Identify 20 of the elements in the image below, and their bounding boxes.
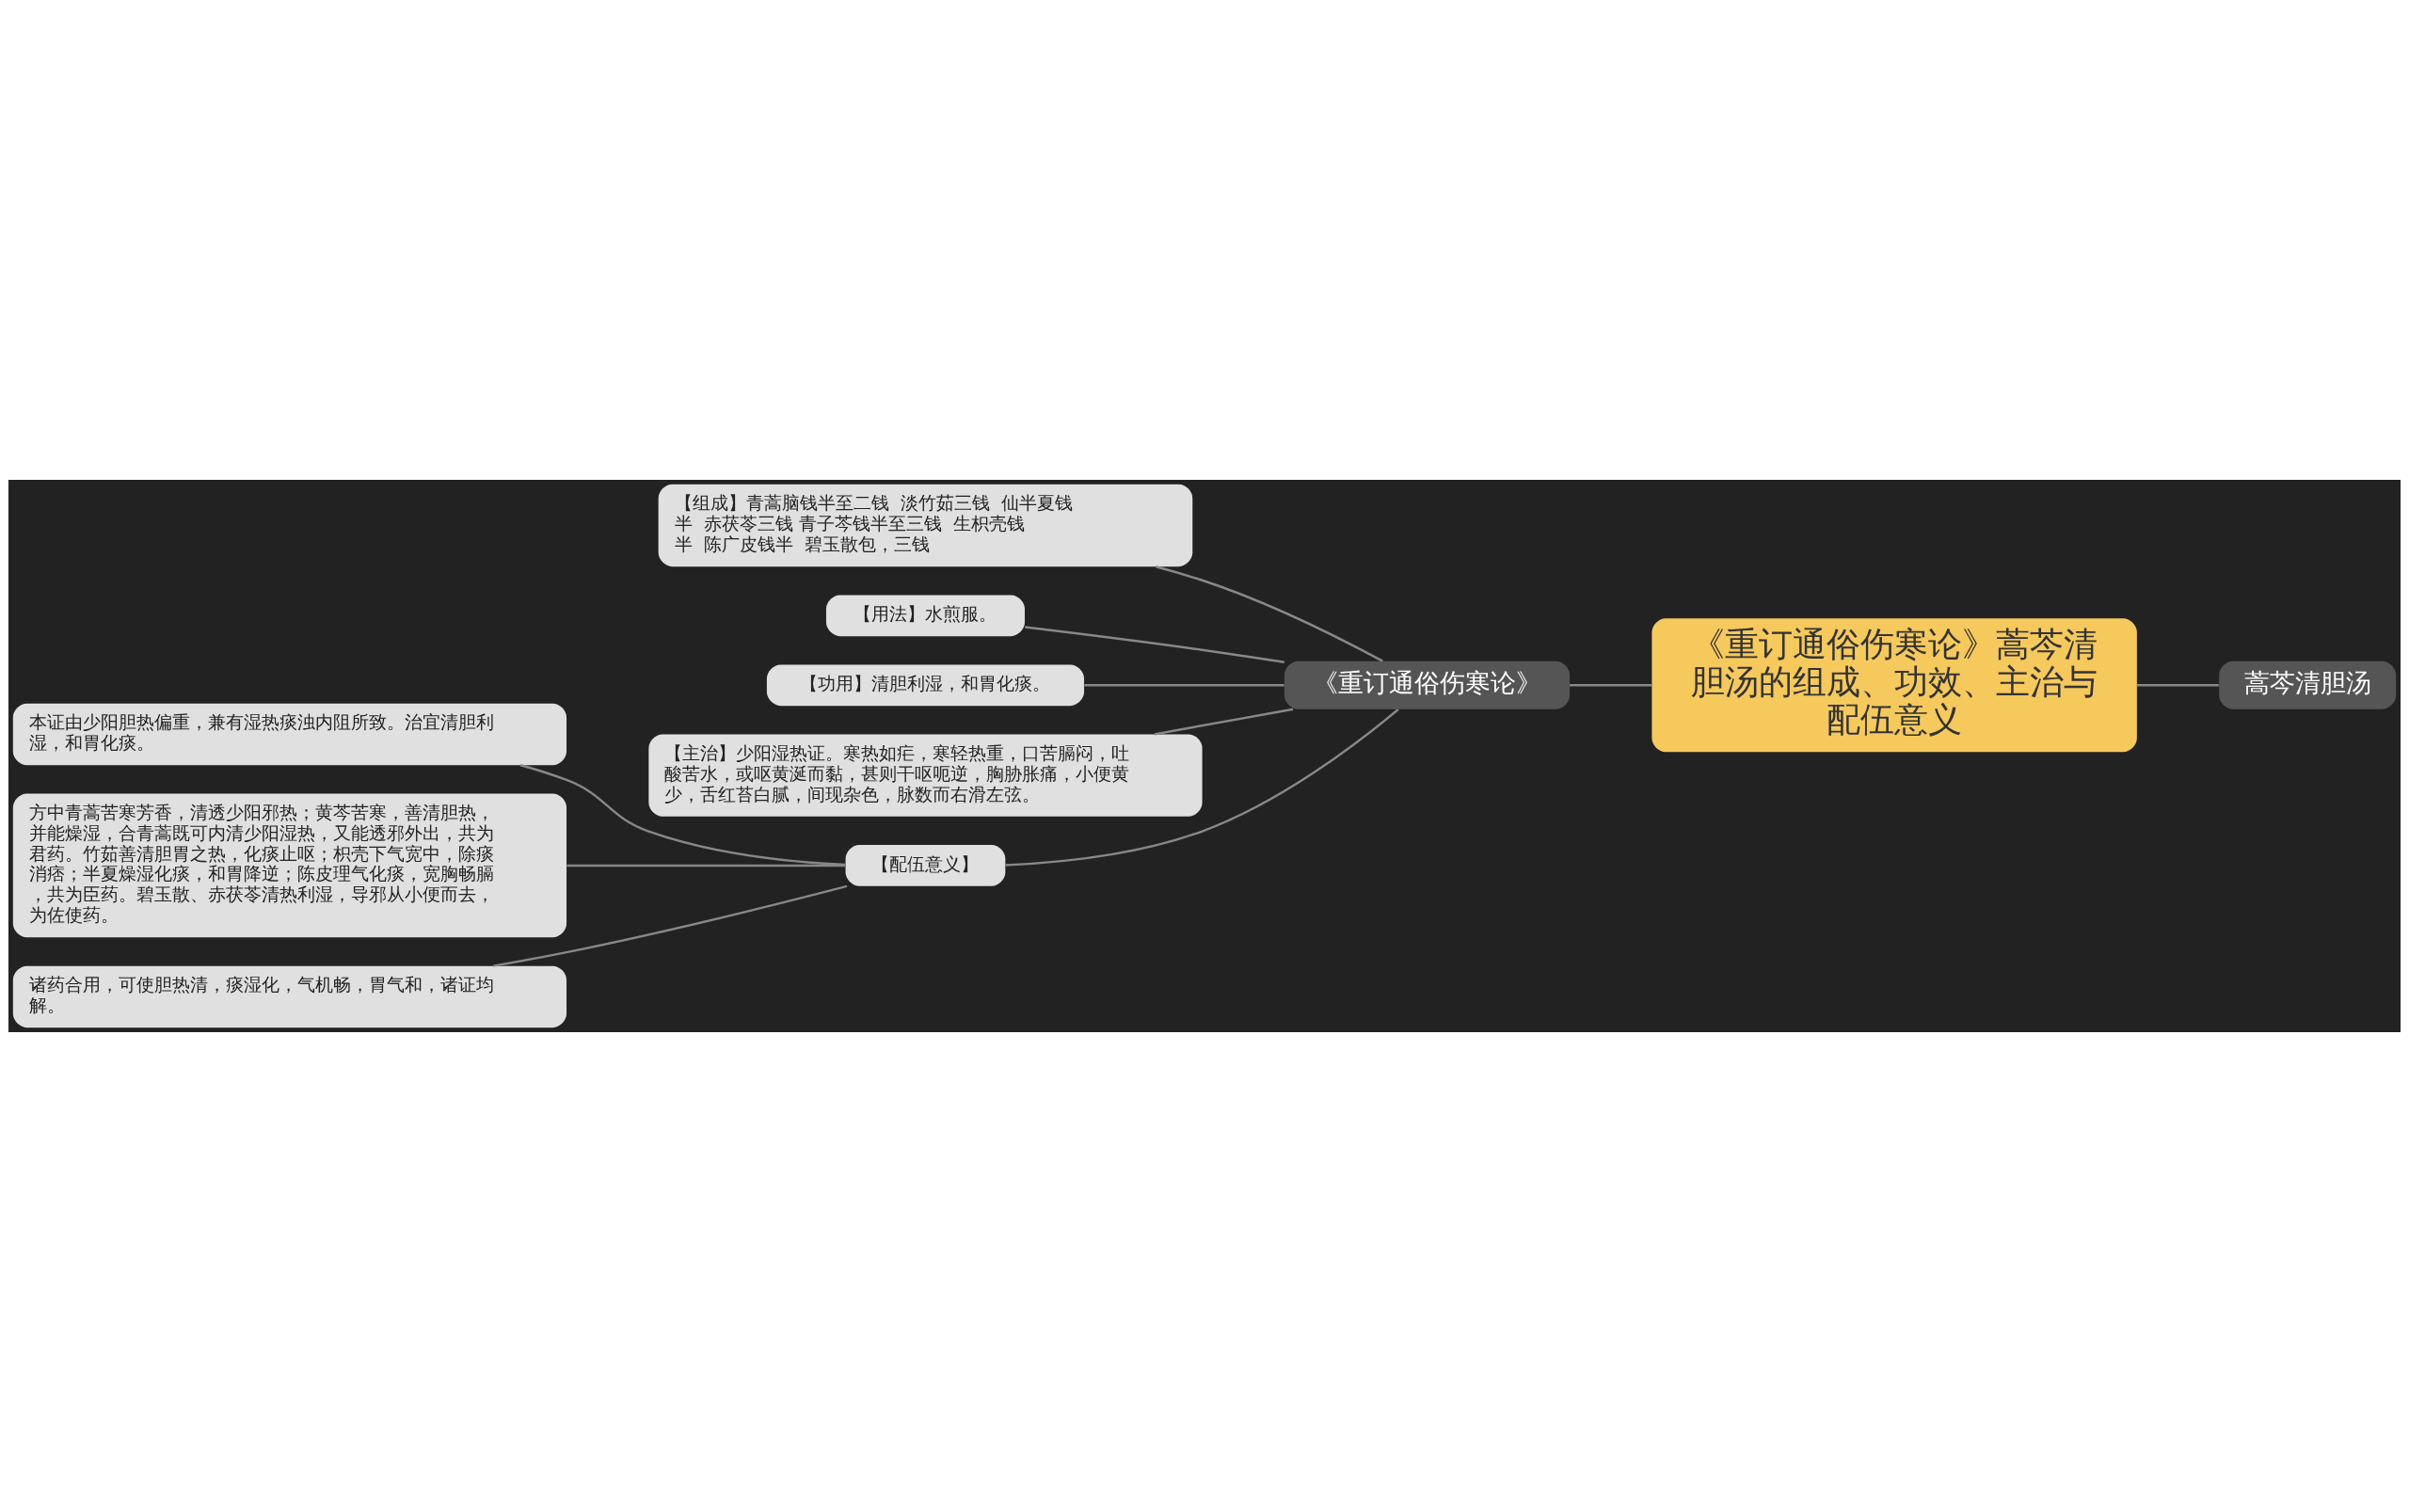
node-box: 《重订通俗伤寒论》蒿芩清胆汤的组成、功效、主治与配伍意义 <box>1651 618 2137 753</box>
connector <box>1154 708 1294 736</box>
node-box: 蒿芩清胆汤 <box>2219 661 2397 709</box>
connector <box>1084 684 1284 687</box>
connector <box>1570 684 1652 687</box>
connector <box>519 764 846 867</box>
node-box: 【配伍意义】 <box>845 845 1006 886</box>
connector <box>1025 626 1284 663</box>
node-box: 【功用】清胆利湿，和胃化痰。 <box>766 664 1085 707</box>
connector <box>1156 565 1383 662</box>
connector <box>1005 708 1399 867</box>
node-box: 【组成】青蒿脑钱半至二钱 淡竹茹三钱 仙半夏钱半 赤茯苓三钱 青子芩钱半至三钱 生枳壳钱半 陈广皮钱半 碧玉散包，三钱 <box>658 484 1193 567</box>
node-box: 本证由少阳胆热偏重，兼有湿热痰浊内阻所致。治宜清胆利湿，和胃化痰。 <box>12 703 567 766</box>
connector <box>566 864 846 867</box>
node-box: 【用法】水煎服。 <box>825 595 1025 637</box>
node-box: 诸药合用，可使胆热清，痰湿化，气机畅，胃气和，诸证均解。 <box>12 965 567 1028</box>
node-box: 方中青蒿苦寒芳香，清透少阳邪热；黄芩苦寒，善清胆热，并能燥湿，合青蒿既可内清少阳湿热，又能透邪外出，共为君药。竹茹善清胆胃之热，化痰止呕；枳壳下气宽中，除痰消痞；半夏燥湿化痰，和胃降逆；陈皮理气化痰，宽胸畅膈，共为臣药。碧玉散、赤茯苓清热利湿，导邪从小便而去，为佐使药。 <box>12 793 567 938</box>
connector <box>2137 684 2219 687</box>
node-box: 【主治】少阳湿热证。寒热如疟，寒轻热重，口苦膈闷，吐酸苦水，或呕黄涎而黏，甚则干呕呃逆，胸胁胀痛，小便黄少，舌红苔白腻，间现杂色，脉数而右滑左弦。 <box>648 734 1203 817</box>
node-box: 《重订通俗伤寒论》 <box>1284 661 1571 709</box>
